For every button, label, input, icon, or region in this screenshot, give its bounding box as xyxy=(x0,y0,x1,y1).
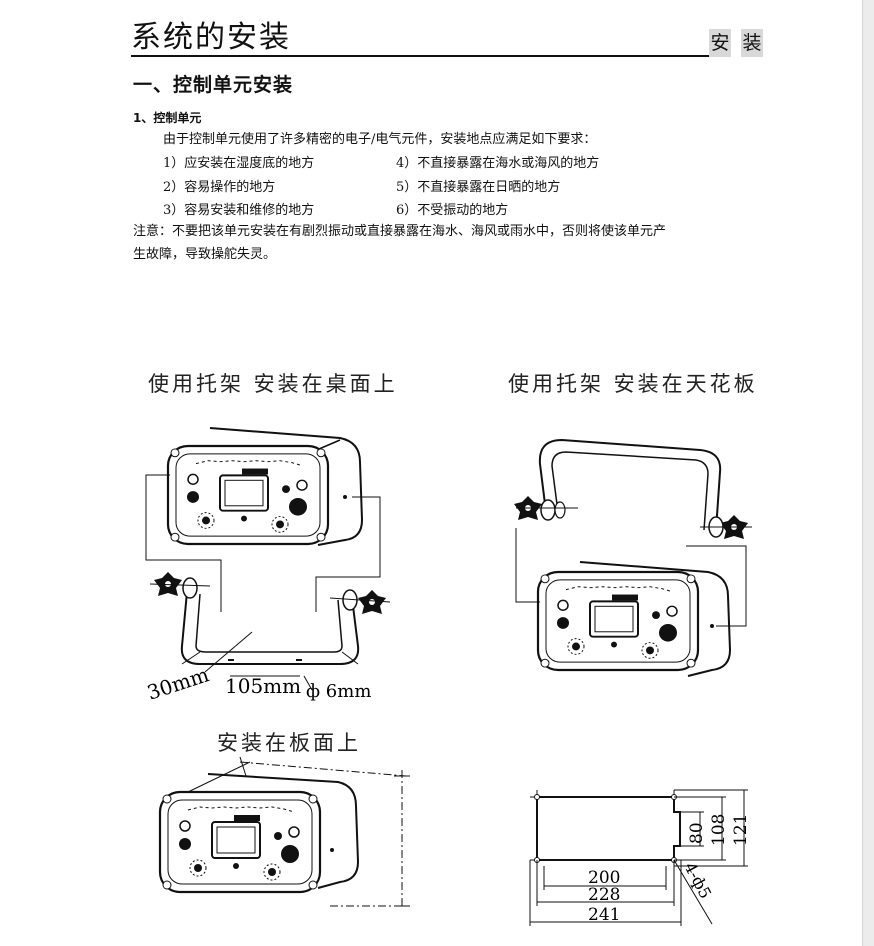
page-title: 系统的安装 xyxy=(131,20,291,55)
caution-note: 注意：不要把该单元安装在有剧烈振动或直接暴露在海水、海风或雨水中，否则将使该单元… xyxy=(133,220,773,266)
ceiling-mount-caption: 使用托架 安装在天花板 xyxy=(508,372,758,396)
cutout-outer-width: 241 xyxy=(588,905,620,925)
requirement-item: 3）容易安装和维修的地方 xyxy=(163,203,315,218)
panel-mount-figure xyxy=(158,756,410,908)
cutout-inner-height: 80 xyxy=(687,822,707,844)
cutout-outer-height: 121 xyxy=(731,814,751,846)
cutout-inner-width: 200 xyxy=(588,868,620,888)
caution-note-line: 注意：不要把该单元安装在有剧烈振动或直接暴露在海水、海风或雨水中，否则将使该单元… xyxy=(133,224,667,239)
desk-spacing-dim: 105mm xyxy=(225,674,301,698)
caution-note-line: 生故障，导致操舵失灵。 xyxy=(133,247,277,262)
intro-paragraph: 由于控制单元使用了许多精密的电子/电气元件，安装地点应满足如下要求： xyxy=(163,132,597,147)
requirement-item: 2）容易操作的地方 xyxy=(163,180,276,195)
requirement-item: 6）不受振动的地方 xyxy=(396,203,509,218)
section-badge-1: 安 xyxy=(709,29,731,57)
requirement-item: 1）应安装在湿度底的地方 xyxy=(163,156,315,171)
cutout-mid-height: 108 xyxy=(709,814,729,846)
cutout-dimension-figure: 80 108 121 200 228 241 4-ф5 xyxy=(529,789,751,926)
panel-mount-caption: 安装在板面上 xyxy=(217,731,361,755)
title-underline xyxy=(131,55,709,57)
desk-depth-dim: 30mm xyxy=(144,662,212,704)
desk-hole-dim: ф 6mm xyxy=(306,681,371,702)
desk-mount-caption: 使用托架 安装在桌面上 xyxy=(148,372,398,396)
subsection-heading: 1、控制单元 xyxy=(133,111,202,125)
requirement-item: 5）不直接暴露在日晒的地方 xyxy=(396,180,561,195)
cutout-mid-width: 228 xyxy=(588,885,620,905)
ceiling-mount-figure xyxy=(514,438,752,677)
requirement-item: 4）不直接暴露在海水或海风的地方 xyxy=(396,156,600,171)
desk-mount-figure: 30mm 105mm ф 6mm xyxy=(144,427,391,705)
page-edge-strip xyxy=(862,0,874,946)
section-heading: 一、控制单元安装 xyxy=(133,74,294,96)
section-badge-2: 装 xyxy=(741,29,763,57)
